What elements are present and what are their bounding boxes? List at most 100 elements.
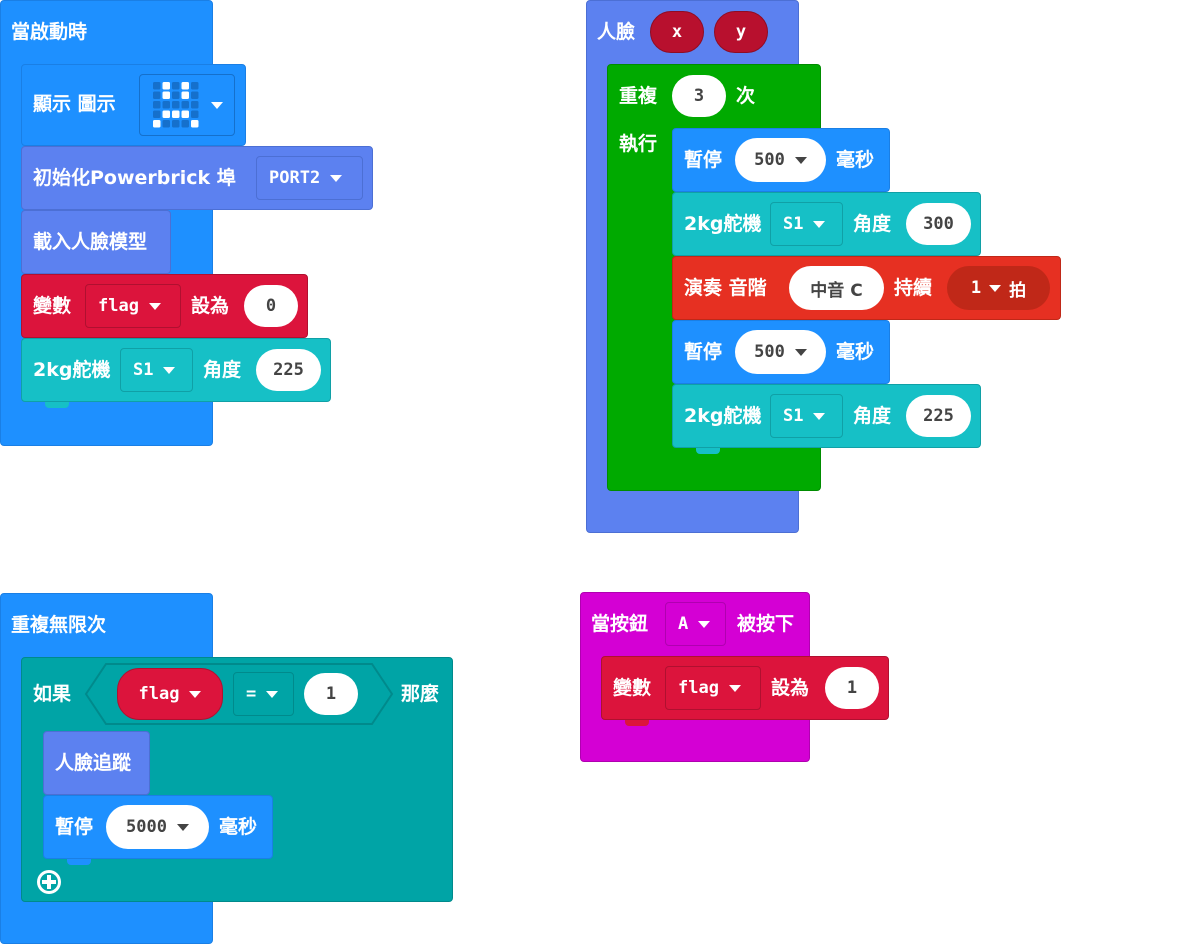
show-icon-label: 顯示 圖示 xyxy=(33,93,116,115)
block-notch xyxy=(696,448,720,454)
chevron-down-icon xyxy=(813,220,826,228)
led-cell xyxy=(191,82,199,90)
load-face-model-block[interactable] xyxy=(21,210,171,274)
chevron-down-icon xyxy=(189,690,202,698)
pause-unit-label: 毫秒 xyxy=(836,341,875,363)
pressed-label: 被按下 xyxy=(737,613,795,635)
block-notch xyxy=(625,720,649,726)
sad-face-icon xyxy=(153,82,199,128)
pause-unit-label: 毫秒 xyxy=(836,149,875,171)
angle-label: 角度 xyxy=(203,359,242,381)
forever-label: 重複無限次 xyxy=(11,614,107,636)
block-notch xyxy=(67,859,91,865)
pause-duration: 500 xyxy=(754,342,785,362)
button-dropdown[interactable]: A xyxy=(665,602,726,646)
operator-dropdown[interactable]: = xyxy=(233,672,294,716)
variable-dropdown[interactable]: flag xyxy=(665,666,761,710)
set-to-label: 設為 xyxy=(771,677,810,699)
chevron-down-icon xyxy=(813,412,826,420)
variable-name: flag xyxy=(138,684,180,704)
repeat-label: 重複 xyxy=(619,85,658,107)
port-value: PORT2 xyxy=(269,168,321,188)
angle-label: 角度 xyxy=(853,405,892,427)
servo-id: S1 xyxy=(783,214,804,234)
angle-input[interactable]: 225 xyxy=(906,395,971,437)
pause-duration-dropdown[interactable]: 500 xyxy=(735,138,826,182)
angle-input[interactable]: 225 xyxy=(256,349,321,391)
servo-dropdown[interactable]: S1 xyxy=(120,348,193,392)
button-value: A xyxy=(678,614,689,634)
led-cell xyxy=(172,91,180,99)
on-button-label: 當按鈕 xyxy=(591,613,649,635)
chevron-down-icon xyxy=(698,620,711,628)
face-track-block[interactable] xyxy=(43,731,150,795)
play-tone-label: 演奏 音階 xyxy=(684,277,767,299)
beats-dropdown[interactable]: 1 拍 xyxy=(947,266,1050,310)
beats-value: 1 xyxy=(970,278,982,298)
chevron-down-icon xyxy=(794,156,807,164)
led-cell xyxy=(162,101,170,109)
led-cell xyxy=(162,91,170,99)
flag-variable-dropdown[interactable]: flag xyxy=(117,668,223,720)
variable-name: flag xyxy=(678,678,719,698)
port-dropdown[interactable]: PORT2 xyxy=(256,156,363,200)
do-label: 執行 xyxy=(619,133,658,155)
face-track-label: 人臉追蹤 xyxy=(55,752,132,774)
servo-dropdown[interactable]: S1 xyxy=(770,394,843,438)
value-input[interactable]: 0 xyxy=(244,285,298,327)
led-cell xyxy=(181,82,189,90)
led-cell xyxy=(181,101,189,109)
servo-dropdown[interactable]: S1 xyxy=(770,202,843,246)
set-to-label: 設為 xyxy=(191,295,230,317)
compare-value-input[interactable]: 1 xyxy=(304,673,358,715)
pause-unit-label: 毫秒 xyxy=(219,816,258,838)
param-y[interactable]: y xyxy=(714,11,768,53)
set-variable-label: 變數 xyxy=(33,295,72,317)
icon-dropdown[interactable] xyxy=(139,74,235,136)
pause-label: 暫停 xyxy=(55,816,94,838)
init-powerbrick-label: 初始化Powerbrick 埠 xyxy=(33,167,236,189)
led-cell xyxy=(172,120,180,128)
face-function-label: 人臉 xyxy=(597,21,636,43)
operator-value: = xyxy=(246,684,257,704)
chevron-down-icon xyxy=(266,690,279,698)
pause-label: 暫停 xyxy=(684,149,723,171)
led-cell xyxy=(162,110,170,118)
repeat-times-input[interactable]: 3 xyxy=(672,75,726,117)
then-label: 那麼 xyxy=(401,683,440,705)
led-cell xyxy=(181,120,189,128)
value-input[interactable]: 1 xyxy=(825,667,879,709)
chevron-down-icon xyxy=(148,302,161,310)
servo-label: 2kg舵機 xyxy=(684,213,762,235)
on-start-label: 當啟動時 xyxy=(11,21,88,43)
led-cell xyxy=(191,110,199,118)
servo-label: 2kg舵機 xyxy=(33,359,111,381)
variable-dropdown[interactable]: flag xyxy=(85,284,181,328)
variable-name: flag xyxy=(98,296,139,316)
block-notch xyxy=(45,402,69,408)
led-cell xyxy=(153,120,161,128)
led-cell xyxy=(162,82,170,90)
angle-input[interactable]: 300 xyxy=(906,203,971,245)
led-cell xyxy=(181,110,189,118)
pause-duration: 5000 xyxy=(126,817,167,837)
note-input[interactable]: 中音 C xyxy=(789,266,884,310)
led-cell xyxy=(172,110,180,118)
param-x[interactable]: x xyxy=(650,11,704,53)
if-label: 如果 xyxy=(33,683,72,705)
led-cell xyxy=(153,101,161,109)
led-cell xyxy=(153,82,161,90)
chevron-down-icon xyxy=(330,174,343,182)
chevron-down-icon xyxy=(163,366,176,374)
servo-id: S1 xyxy=(783,406,804,426)
add-else-icon[interactable] xyxy=(34,867,64,897)
pause-duration: 500 xyxy=(754,150,785,170)
led-cell xyxy=(153,91,161,99)
pause-duration-dropdown[interactable]: 5000 xyxy=(106,805,209,849)
chevron-down-icon xyxy=(794,348,807,356)
angle-label: 角度 xyxy=(853,213,892,235)
beat-unit: 拍 xyxy=(1009,280,1027,301)
chevron-down-icon xyxy=(176,823,189,831)
pause-duration-dropdown[interactable]: 500 xyxy=(735,330,826,374)
led-cell xyxy=(172,101,180,109)
